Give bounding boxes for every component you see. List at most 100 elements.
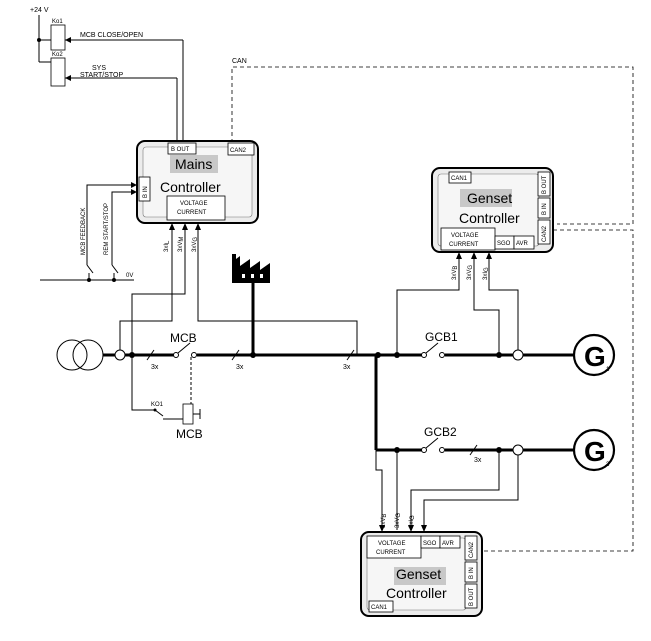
- arrow-head: [195, 223, 201, 230]
- transformer-icon: [56, 339, 104, 371]
- mains-vg-wire: [197, 226, 358, 355]
- mcb-coil: [182, 403, 194, 425]
- arrow-head: [456, 252, 462, 259]
- factory-window: [242, 274, 245, 278]
- genset1-meas-labels: 3xVB 3xVG 3xIG: [452, 265, 490, 280]
- genset-controller-2: VOLTAGE CURRENT SGO AVR CAN2 B IN B OUT …: [360, 531, 483, 617]
- genset1-can2-label: CAN2: [542, 225, 548, 242]
- generator-1: G 1: [572, 333, 616, 377]
- genset1-voltage-label: VOLTAGE: [451, 233, 478, 239]
- mains-controller: B OUT CAN2 B IN Mains Controller VOLTAGE…: [136, 140, 259, 224]
- mains-controller-title-bg: [170, 155, 218, 173]
- arrow-head: [182, 223, 188, 230]
- genset1-b-out-label: B OUT: [542, 175, 548, 194]
- relay-ko2-label-2: START/STOP: [80, 72, 124, 79]
- mains-il-wire: [119, 226, 173, 355]
- phase-tick: [146, 349, 155, 361]
- switch-contact: [86, 264, 94, 274]
- gcb1-contact-right: [439, 352, 445, 358]
- mains-title-2: Controller: [160, 179, 221, 195]
- genset1-ig-wire: [488, 255, 519, 350]
- junction-dot: [87, 278, 91, 282]
- genset1-can2-box: [537, 219, 551, 245]
- mains-voltage-current-box: [166, 195, 226, 221]
- arrow-head: [486, 252, 492, 259]
- can-label: CAN: [232, 58, 247, 65]
- mains-meas-labels: 3xIL 3xVM 3xVG: [164, 237, 199, 252]
- genset2-sgo-label: SGO: [423, 541, 437, 547]
- arrow-head: [408, 525, 414, 532]
- genset1-meas-vg: 3xVG: [467, 265, 474, 280]
- genset2-vg-wire: [410, 450, 500, 530]
- transformer-winding-1: [56, 339, 88, 371]
- mcb-label: MCB: [170, 331, 197, 345]
- phase-tick: [231, 349, 240, 361]
- genset2-meas-labels: 3xVB 3xVG 3xIG: [381, 513, 416, 528]
- relay-ko1-coil: [50, 24, 66, 51]
- transformer-winding-2: [72, 339, 104, 371]
- genset2-avr-label: AVR: [442, 541, 455, 547]
- generator-1-icon: [572, 333, 616, 377]
- mains-meas-il: 3xIL: [164, 240, 171, 252]
- arrow-head: [379, 525, 385, 532]
- arrow-head: [131, 182, 137, 188]
- arrow-head: [169, 223, 175, 230]
- gcb1-blade: [425, 342, 439, 354]
- genset2-meas-vb: 3xVB: [381, 514, 388, 528]
- arrow-head: [65, 37, 71, 43]
- relay-ko2-coil: [50, 57, 66, 87]
- genset1-vg-wire: [473, 255, 500, 355]
- switch-contact: [111, 264, 119, 274]
- bus-3x-label: 3x: [343, 364, 351, 371]
- genset1-title-bg: [460, 189, 512, 207]
- genset2-can1-box: [368, 600, 394, 613]
- mcb-contact-left: [173, 352, 179, 358]
- factory-window: [251, 274, 254, 278]
- relay-ko2: Ko2: [50, 52, 66, 87]
- genset2-b-in-label: B IN: [469, 567, 475, 579]
- factory-chimney: [232, 254, 236, 264]
- mains-title-1: Mains: [175, 156, 212, 172]
- genset2-avr-box: [439, 535, 461, 549]
- genset1-sgo-label: SGO: [497, 241, 511, 247]
- mcb-contact-right: [191, 352, 197, 358]
- mains-meas-vm: 3xVM: [178, 237, 185, 252]
- genset-controller-1: CAN1 B OUT B IN CAN2 Genset Controller V…: [431, 167, 554, 253]
- genset2-current-label: CURRENT: [376, 550, 406, 556]
- genset2-title-2: Controller: [386, 585, 447, 601]
- gcb1-label: GCB1: [425, 330, 458, 344]
- genset2-meas-ig: 3xIG: [409, 515, 416, 528]
- mains-b-in-box: [138, 176, 151, 202]
- mains-voltage-label: VOLTAGE: [180, 201, 207, 207]
- supply-voltage-label: +24 V: [30, 7, 49, 14]
- phase-tick: [469, 444, 478, 456]
- rem-start-stop-wire: [111, 191, 137, 265]
- mains-b-in-label: B IN: [143, 186, 149, 198]
- ct-mains: [114, 349, 126, 361]
- mains-can2-box: [227, 142, 255, 156]
- load-3x-label: 3x: [236, 364, 244, 371]
- generator-1-index: 1: [606, 367, 610, 373]
- relay-ko1-label: MCB CLOSE/OPEN: [80, 32, 143, 39]
- genset2-vb-wire: [375, 450, 383, 530]
- can-bus-1: [231, 66, 634, 225]
- genset2-b-out-label: B OUT: [469, 587, 475, 606]
- mains-meas-vg: 3xVG: [192, 237, 199, 252]
- genset1-avr-label: AVR: [516, 241, 529, 247]
- ct-gen1: [512, 349, 524, 361]
- genset1-b-out-box: [537, 171, 551, 197]
- ko1-contact: [154, 409, 164, 417]
- genset1-can1-box: [448, 171, 472, 184]
- genset2-can1-label: CAN1: [371, 605, 388, 611]
- arrow-head: [421, 525, 427, 532]
- mcb-coil-label: MCB: [176, 427, 203, 441]
- junction-dot: [112, 278, 116, 282]
- gcb2-label: GCB2: [424, 425, 457, 439]
- mcb-feedback-wire: [86, 184, 137, 265]
- genset1-b-in-label: B IN: [542, 203, 548, 215]
- phase-tick: [346, 349, 355, 361]
- mains-current-label: CURRENT: [177, 210, 207, 216]
- mains-b-out-label: B OUT: [171, 147, 190, 153]
- genset2-title-bg: [394, 567, 446, 585]
- genset1-avr-box: [513, 235, 535, 250]
